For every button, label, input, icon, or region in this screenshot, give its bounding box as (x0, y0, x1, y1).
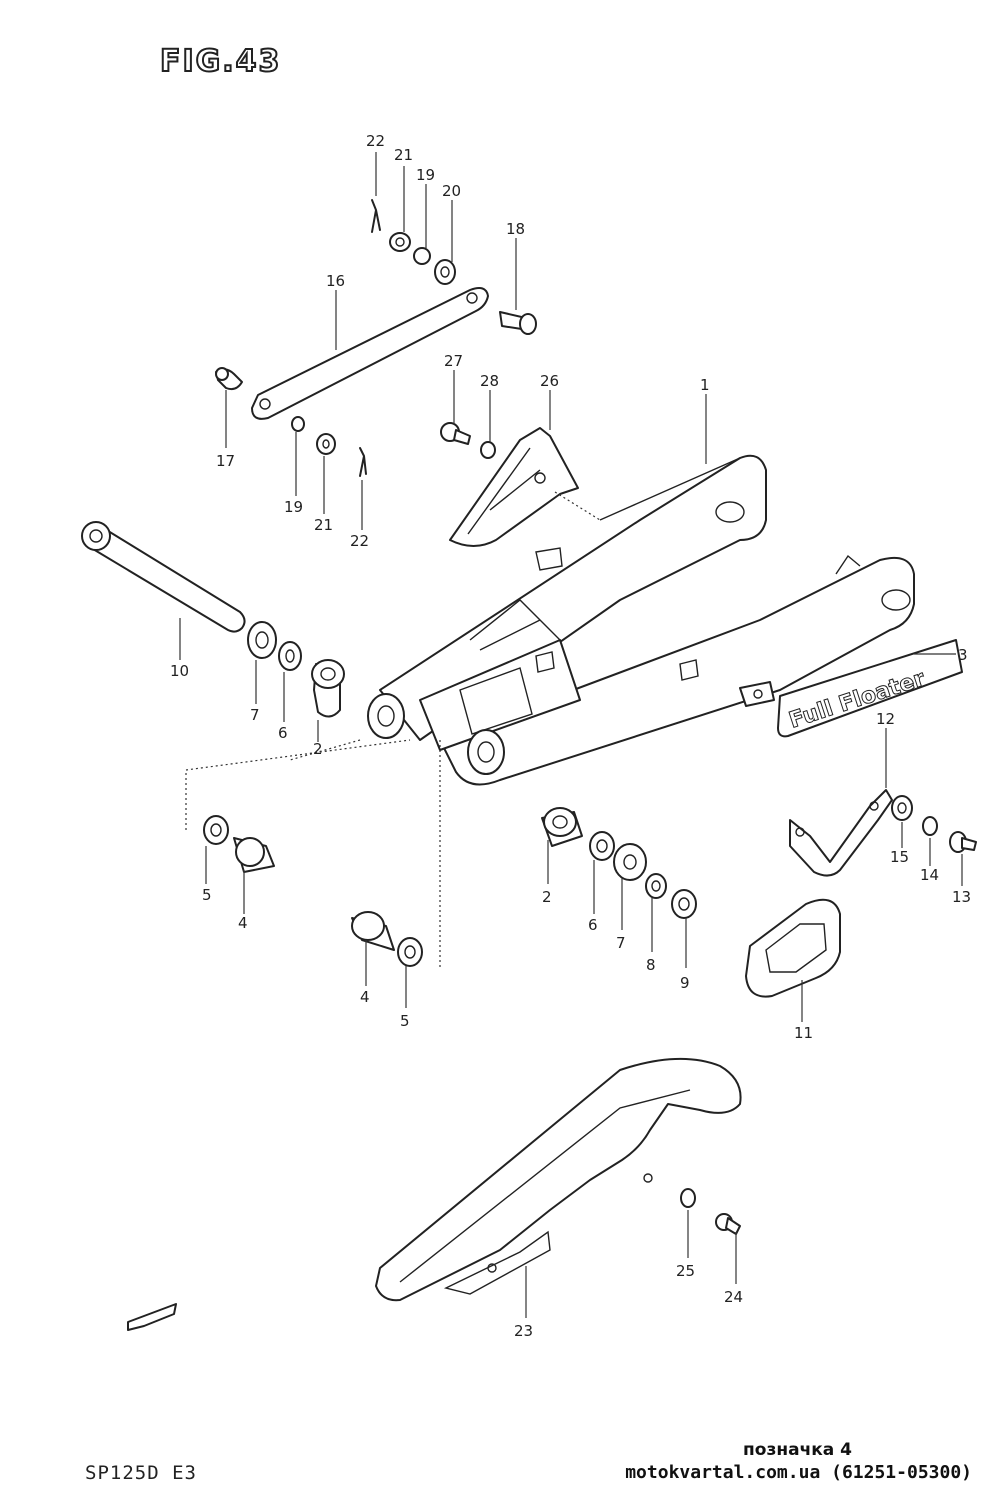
callout-27: 27 (444, 352, 463, 370)
washer-6-left (278, 641, 302, 671)
bolt-17 (215, 367, 243, 391)
bolt-27 (440, 422, 471, 445)
bushing-4-left (233, 837, 275, 873)
washer-19-top (413, 247, 431, 265)
callout-7-right: 7 (616, 934, 626, 952)
bolt-24 (715, 1213, 741, 1235)
figure-title: FIG.43 (159, 43, 282, 80)
callout-5-left: 5 (202, 886, 212, 904)
chain-case-23 (375, 1057, 742, 1302)
bushing-2-right (541, 807, 583, 847)
bolt-18 (499, 311, 537, 335)
lock-washer-14 (922, 816, 938, 836)
nut-21-bottom (316, 433, 336, 455)
callout-2-right: 2 (542, 888, 552, 906)
callout-6-right: 6 (588, 916, 598, 934)
callout-23: 23 (514, 1322, 533, 1340)
washer-7-left (247, 621, 277, 659)
chain-adjuster-11 (745, 898, 841, 998)
callout-22-top: 22 (366, 132, 385, 150)
nut-21-top (389, 232, 411, 252)
assembly-dashed-lines (185, 739, 441, 970)
front-arrow-marker (127, 1303, 177, 1331)
swingarm-1 (367, 454, 915, 786)
bushing-20 (434, 259, 456, 285)
callout-3: 3 (958, 646, 968, 664)
callout-5-center: 5 (400, 1012, 410, 1030)
callout-9: 9 (680, 974, 690, 992)
callout-24: 24 (724, 1288, 743, 1306)
leader-1-bracket (554, 491, 601, 521)
source-site: motokvartal.com.ua (61251-05300) (625, 1462, 972, 1483)
callout-21-bottom: 21 (314, 516, 333, 534)
callout-20: 20 (442, 182, 461, 200)
cotter-pin-22-bottom (359, 447, 367, 477)
bushing-4-center (351, 911, 395, 951)
callout-numbers: 1 2 2 3 4 4 5 5 6 6 7 7 8 9 10 11 12 13 … (170, 132, 971, 1340)
callout-7-left: 7 (250, 706, 260, 724)
callout-25: 25 (676, 1262, 695, 1280)
callout-6-left: 6 (278, 724, 288, 742)
callout-19-top: 19 (416, 166, 435, 184)
callout-18: 18 (506, 220, 525, 238)
callout-2-left: 2 (313, 740, 323, 758)
bracket-26 (449, 427, 579, 547)
callout-15: 15 (890, 848, 909, 866)
callout-10: 10 (170, 662, 189, 680)
washer-15 (891, 795, 913, 821)
callout-19-bottom: 19 (284, 498, 303, 516)
callout-8: 8 (646, 956, 656, 974)
callout-26: 26 (540, 372, 559, 390)
bushing-2-left (311, 659, 345, 718)
seal-5-center (397, 937, 423, 967)
pivot-shaft-10 (81, 521, 246, 633)
chain-guide-bracket-12 (789, 789, 893, 877)
seal-5-left (203, 815, 229, 845)
bolt-13 (949, 831, 977, 853)
page-mark: позначка 4 (743, 1440, 852, 1460)
washer-6-right (589, 831, 615, 861)
washer-28 (480, 441, 496, 459)
callout-1: 1 (700, 376, 710, 394)
callout-16: 16 (326, 272, 345, 290)
callout-11: 11 (794, 1024, 813, 1042)
callout-4-center: 4 (360, 988, 370, 1006)
callout-14: 14 (920, 866, 939, 884)
washer-25 (680, 1188, 696, 1208)
callout-12: 12 (876, 710, 895, 728)
washer-7-right (613, 843, 647, 881)
callout-22-bottom: 22 (350, 532, 369, 550)
torque-rod-16 (251, 287, 489, 420)
callout-13: 13 (952, 888, 971, 906)
nut-9 (671, 889, 697, 919)
callout-21-top: 21 (394, 146, 413, 164)
callout-28: 28 (480, 372, 499, 390)
callout-17: 17 (216, 452, 235, 470)
washer-8 (645, 873, 667, 899)
callout-4-left: 4 (238, 914, 248, 932)
cotter-pin-22-top (371, 199, 381, 233)
model-code: SP125D E3 (85, 1462, 197, 1484)
washer-19-bottom (291, 416, 305, 432)
leader-lines (179, 152, 963, 1318)
